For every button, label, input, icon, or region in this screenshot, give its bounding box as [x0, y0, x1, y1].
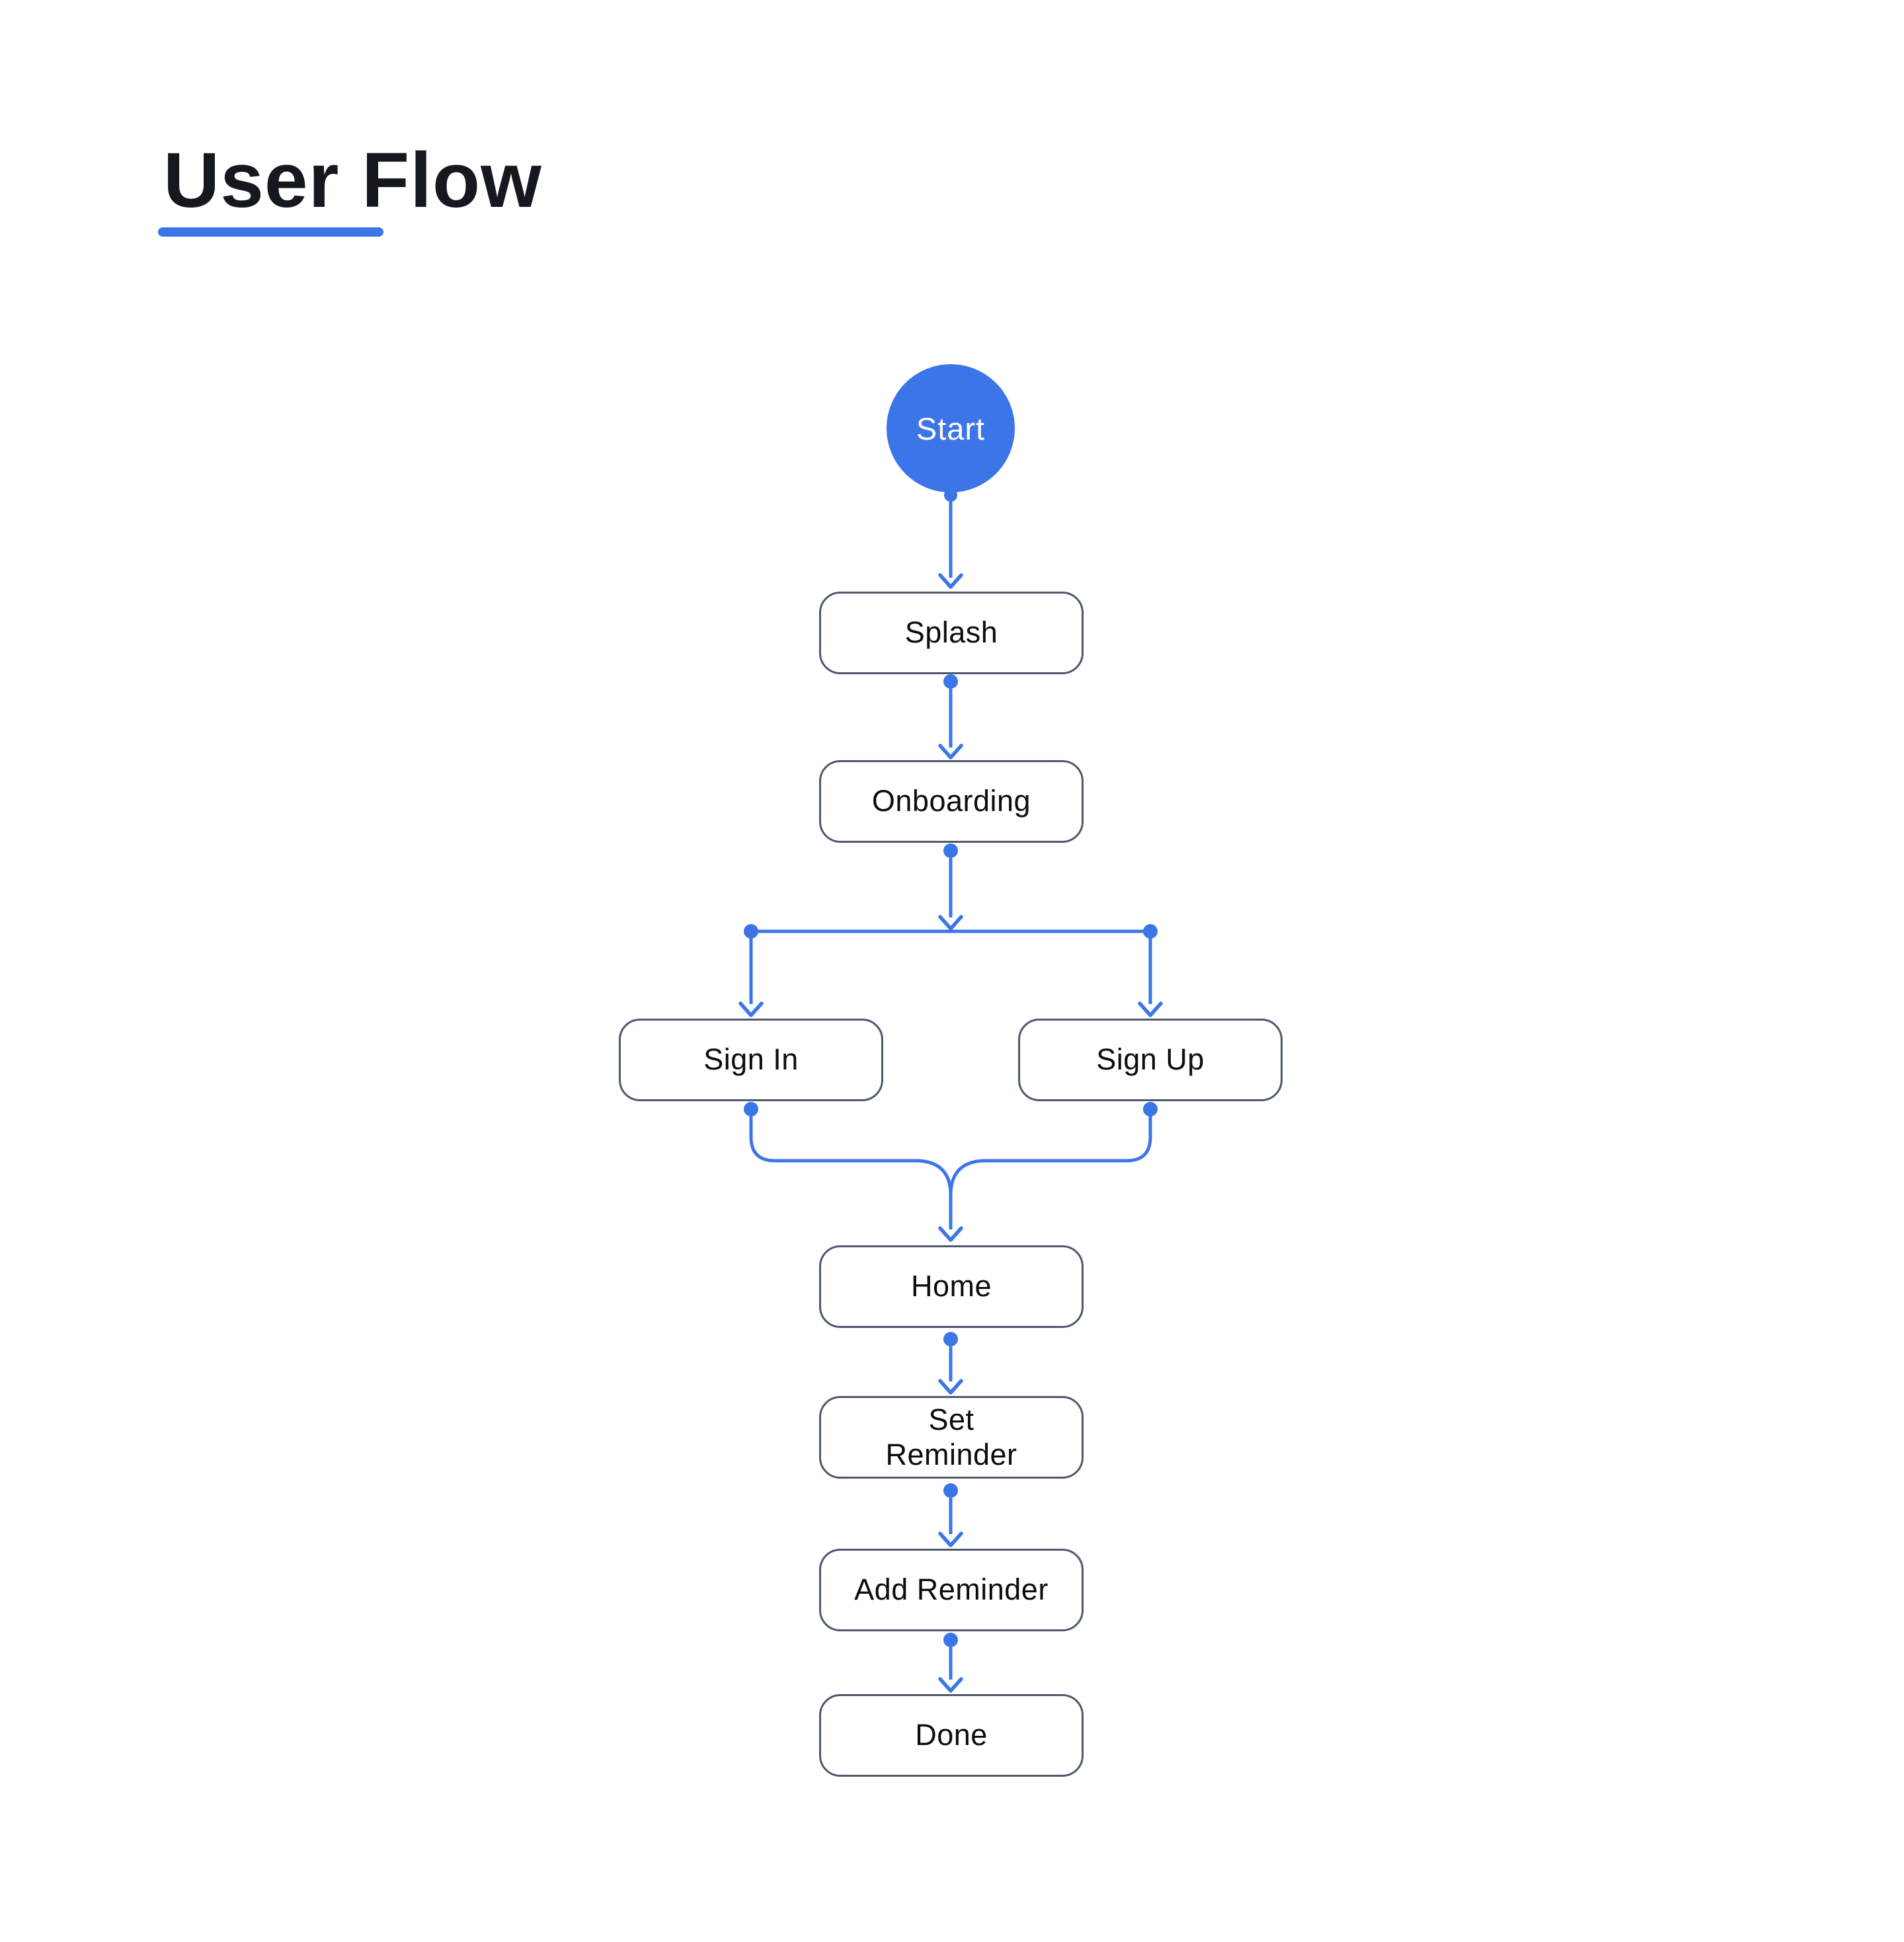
arrowhead-icon — [938, 744, 963, 759]
flow-node-onboarding: Onboarding — [819, 760, 1084, 843]
connector-dot — [744, 1102, 758, 1116]
arrowhead-icon — [938, 1226, 963, 1242]
connector-dot — [943, 1633, 958, 1647]
arrowhead-icon — [938, 915, 963, 931]
flow-node-sign-up: Sign Up — [1018, 1019, 1283, 1101]
flow-node-add-reminder: Add Reminder — [819, 1549, 1084, 1631]
flow-node-sign-in: Sign In — [619, 1019, 883, 1101]
arrowhead-icon — [938, 573, 963, 589]
title-underline — [158, 227, 383, 237]
arrowhead-icon — [938, 1379, 963, 1395]
connector-dot — [1143, 1102, 1158, 1116]
edge-sign-up-merge — [949, 1114, 1152, 1196]
arrowhead-icon — [938, 1677, 963, 1693]
connector-dot — [943, 674, 958, 689]
node-label-line-2: Reminder — [885, 1437, 1017, 1471]
node-label: Splash — [904, 615, 998, 650]
edge-sign-in-merge — [749, 1114, 953, 1196]
node-label: Add Reminder — [854, 1573, 1049, 1607]
node-label: Home — [910, 1269, 992, 1303]
arrowhead-icon — [1138, 1001, 1163, 1017]
node-label: Sign In — [703, 1042, 799, 1077]
flow-node-set-reminder: Set Reminder — [819, 1396, 1084, 1479]
page-title: User Flow — [163, 137, 542, 224]
node-label: Done — [915, 1718, 988, 1752]
connector-dot — [943, 1483, 958, 1498]
node-label: Start — [916, 410, 986, 446]
flow-node-start: Start — [887, 364, 1015, 492]
flow-node-splash: Splash — [819, 592, 1084, 674]
node-label-line-1: Set — [928, 1403, 974, 1437]
arrowhead-icon — [938, 1532, 963, 1547]
flow-node-done: Done — [819, 1694, 1084, 1777]
connector-dot — [943, 1332, 958, 1346]
flow-node-home: Home — [819, 1245, 1084, 1328]
node-label: Sign Up — [1096, 1042, 1205, 1077]
connector-dot — [943, 843, 958, 858]
arrowhead-icon — [738, 1001, 764, 1017]
node-label: Onboarding — [871, 784, 1031, 818]
